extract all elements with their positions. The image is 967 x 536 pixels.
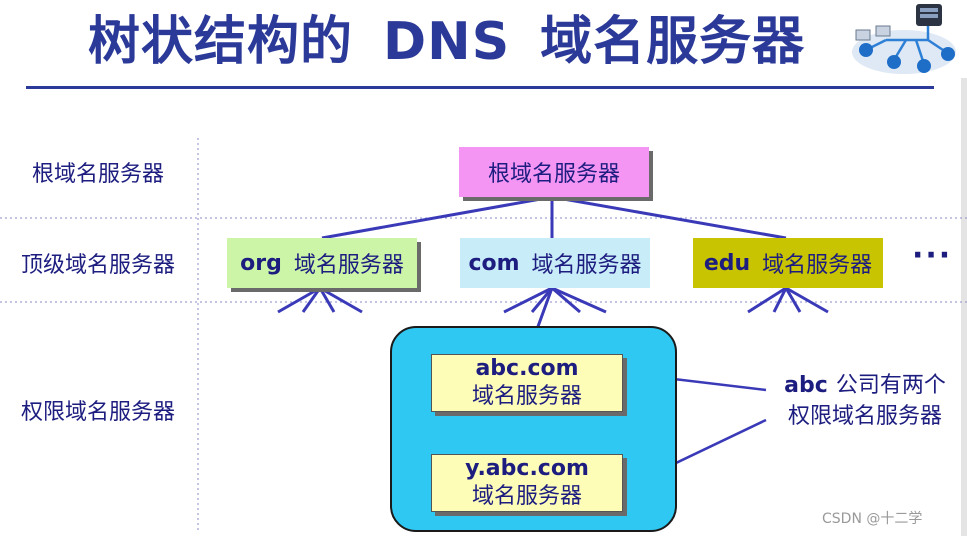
edge-root-org xyxy=(321,195,553,240)
network-illustration-icon xyxy=(852,4,956,74)
edu-prefix: edu xyxy=(703,250,751,276)
note-line2: 权限域名服务器 xyxy=(787,404,942,429)
note-line1: 公司有两个 xyxy=(835,373,946,398)
fan-edu-2 xyxy=(772,287,788,313)
edge-root-edu xyxy=(551,195,787,240)
y-abc-com-server-node: y.abc.com 域名服务器 xyxy=(431,454,623,512)
note-abc: abc xyxy=(784,373,828,398)
title-underline xyxy=(26,86,934,89)
title-part-1: 树状结构的 xyxy=(88,12,354,72)
title-part-3: 域名服务器 xyxy=(540,12,806,72)
level-label-root: 根域名服务器 xyxy=(31,162,164,187)
edu-server-node: edu 域名服务器 xyxy=(693,238,883,288)
watermark: CSDN @十二学 xyxy=(822,511,923,527)
fan-com-2 xyxy=(530,287,554,313)
abc-com-server-node: abc.com 域名服务器 xyxy=(431,354,623,412)
com-server-node: com 域名服务器 xyxy=(460,238,650,288)
page-title: 树状结构的 DNS 域名服务器 xyxy=(88,4,805,80)
slide-edge xyxy=(961,78,967,536)
root-server-node: 根域名服务器 xyxy=(459,147,649,197)
fan-com-4 xyxy=(551,286,607,314)
fan-edu-1 xyxy=(747,286,787,314)
edu-server-label: 域名服务器 xyxy=(762,253,873,278)
fan-org-2 xyxy=(301,287,322,313)
org-prefix: org xyxy=(240,250,282,276)
com-server-label: 域名服务器 xyxy=(531,253,642,278)
fan-org-3 xyxy=(318,287,336,313)
abc-annotation: abc 公司有两个 权限域名服务器 xyxy=(760,370,967,432)
abc-com-server-label: 域名服务器 xyxy=(471,384,582,409)
fan-edu-3 xyxy=(784,287,802,313)
org-server-node: org 域名服务器 xyxy=(227,238,417,288)
fan-edu-4 xyxy=(785,286,829,314)
y-abc-com-server-label: 域名服务器 xyxy=(471,484,582,509)
fan-com-3 xyxy=(551,286,581,314)
abc-com-domain: abc.com xyxy=(475,356,579,381)
y-abc-com-domain: y.abc.com xyxy=(465,456,589,481)
root-server-label: 根域名服务器 xyxy=(487,162,620,187)
fan-com-1 xyxy=(503,286,553,314)
title-part-2: DNS xyxy=(383,12,511,72)
level-label-top: 顶级域名服务器 xyxy=(20,253,175,278)
fan-org-4 xyxy=(319,286,363,314)
fan-org-1 xyxy=(277,286,321,314)
org-server-label: 域名服务器 xyxy=(293,253,404,278)
com-prefix: com xyxy=(468,250,520,276)
level-label-auth: 权限域名服务器 xyxy=(20,400,175,425)
more-servers-ellipsis: ··· xyxy=(912,238,953,273)
